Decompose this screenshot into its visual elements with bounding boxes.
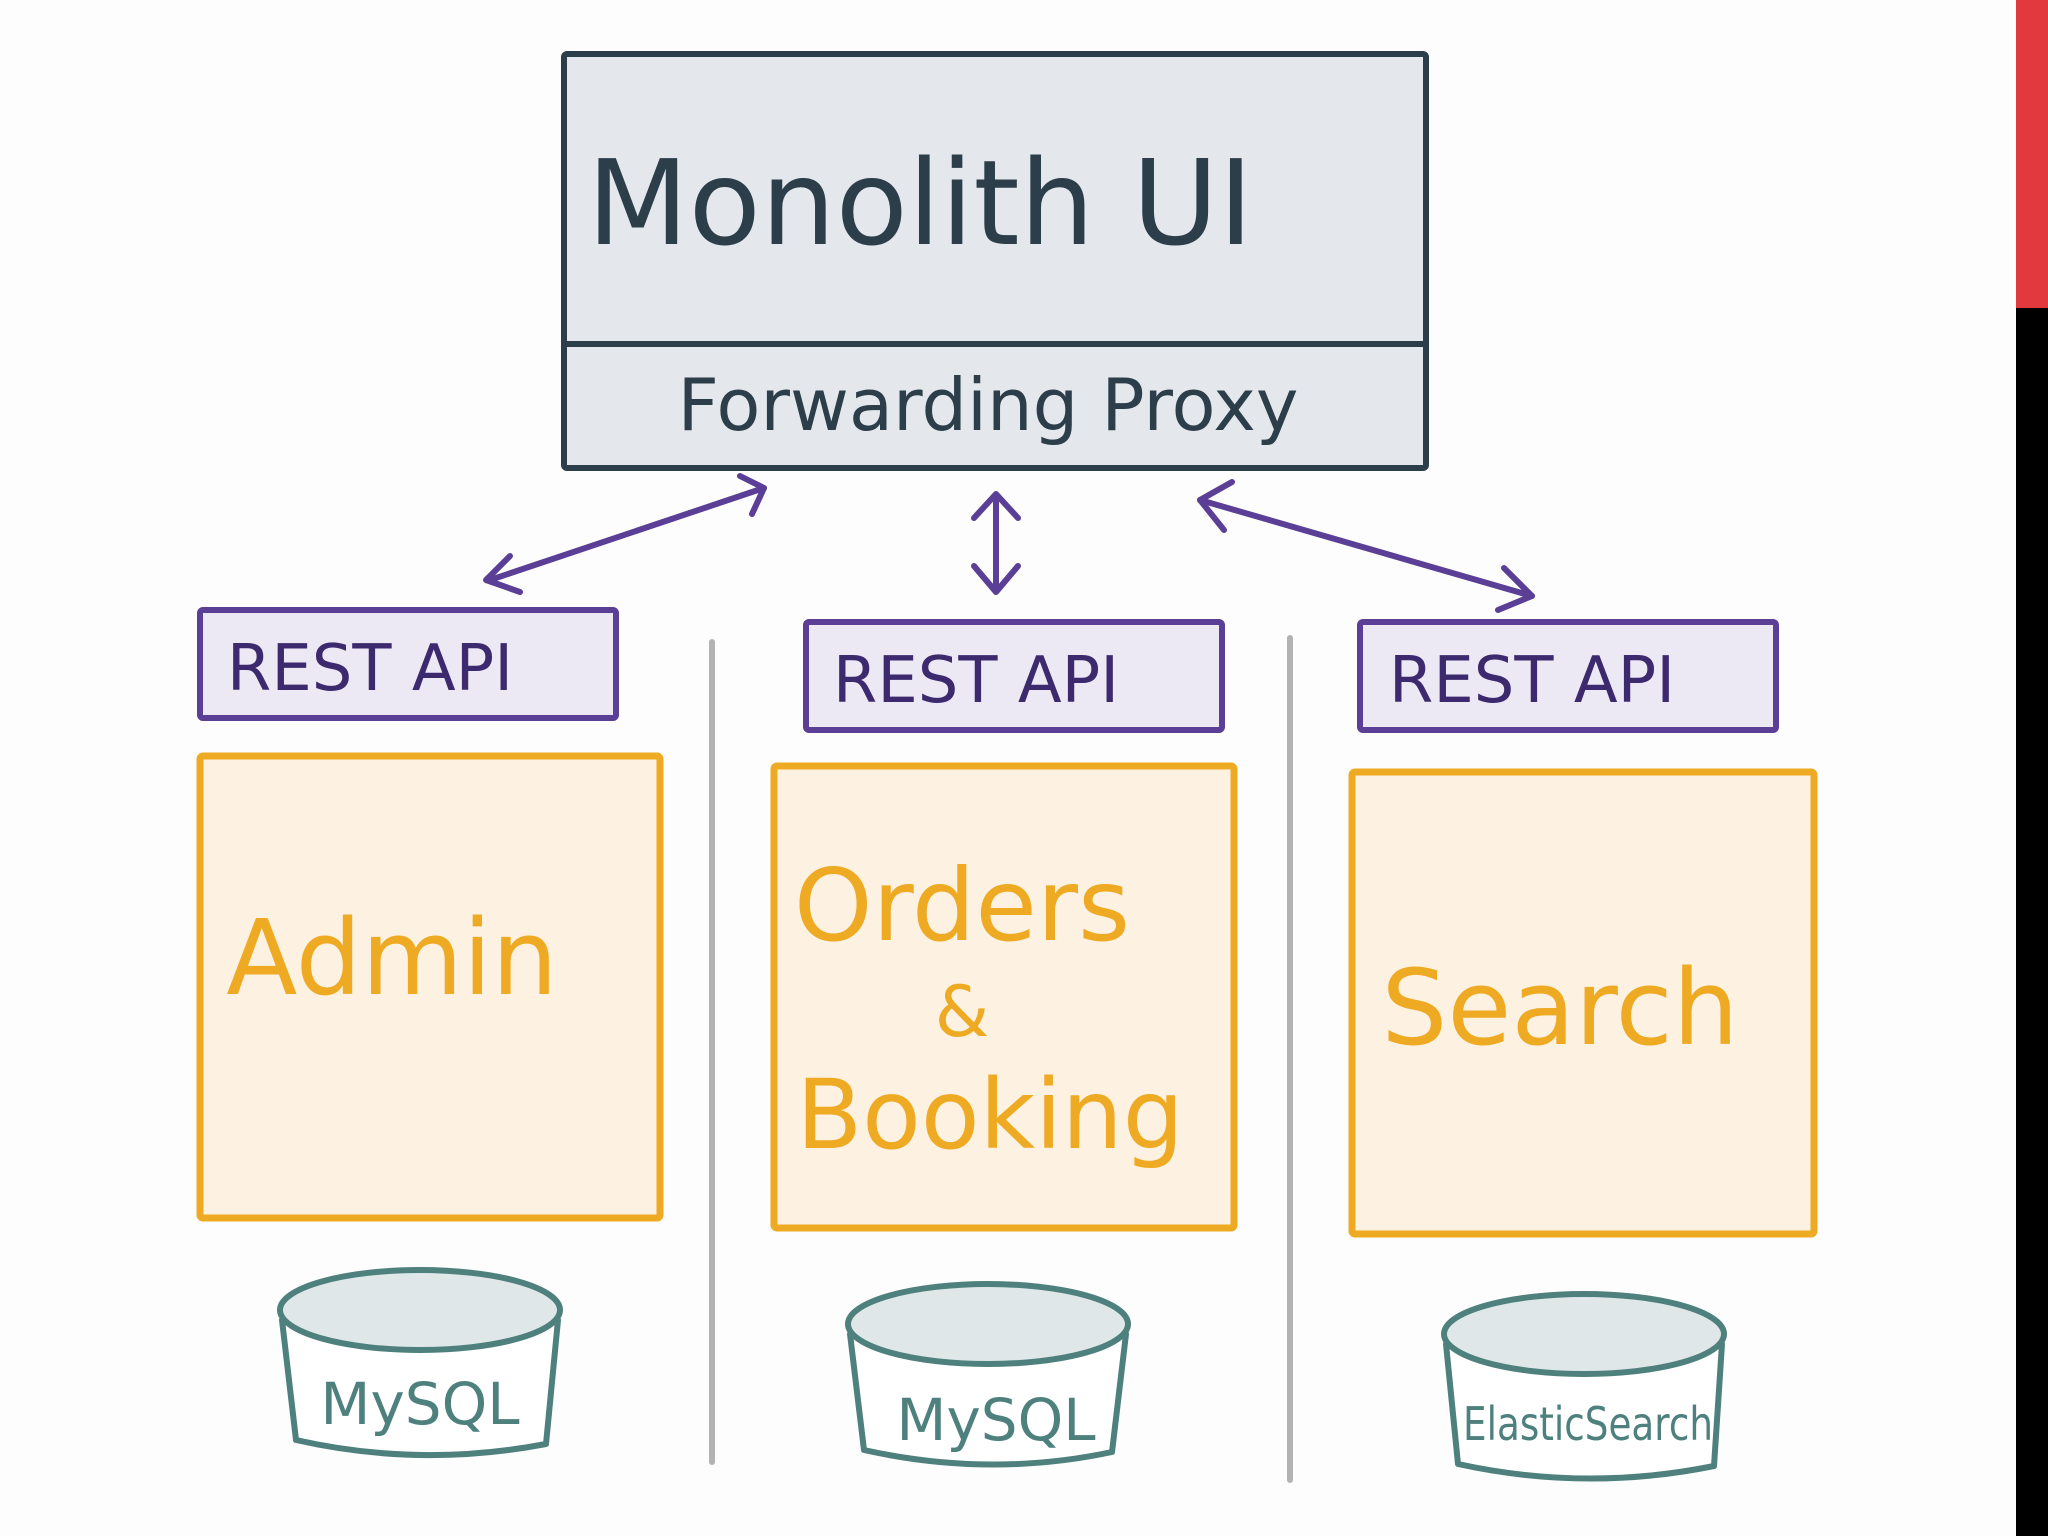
service-name-line: Admin xyxy=(226,897,557,1019)
service-column-orders-booking: REST API Orders & Booking MySQL xyxy=(770,619,1238,1468)
forwarding-proxy-label: Forwarding Proxy xyxy=(678,363,1299,447)
rest-api-label: REST API xyxy=(833,644,1119,718)
service-name-line: Orders xyxy=(794,847,1130,964)
service-box xyxy=(770,762,1238,1232)
monolith-box: Monolith UI Forwarding Proxy xyxy=(561,51,1429,471)
rest-api-label: REST API xyxy=(227,632,513,706)
arrow-left-service xyxy=(483,473,767,595)
database-label: MySQL xyxy=(896,1386,1095,1454)
service-box xyxy=(196,752,664,1222)
service-box xyxy=(1348,768,1818,1238)
database-label: MySQL xyxy=(320,1370,519,1438)
arrow-right-service xyxy=(1197,479,1535,613)
connection-arrows xyxy=(483,473,1535,613)
database-label: ElasticSearch xyxy=(1463,1397,1713,1451)
service-column-search: REST API Search ElasticSearch xyxy=(1348,619,1818,1482)
rest-api-label: REST API xyxy=(1389,644,1675,718)
rest-api-box xyxy=(197,607,619,721)
monolith-ui-panel xyxy=(561,51,1429,471)
service-name-line: Search xyxy=(1381,947,1738,1069)
service-name-line: & xyxy=(935,971,990,1053)
monolith-title: Monolith UI xyxy=(587,134,1253,272)
database-cylinder: MySQL xyxy=(277,1267,563,1459)
arrow-middle-service xyxy=(971,491,1021,595)
database-cylinder: ElasticSearch xyxy=(1441,1291,1727,1482)
service-column-admin: REST API Admin MySQL xyxy=(196,607,664,1459)
column-dividers xyxy=(709,635,1293,1483)
slide-accent-bar xyxy=(2016,0,2048,308)
service-name-line: Booking xyxy=(796,1059,1183,1171)
database-cylinder: MySQL xyxy=(845,1281,1131,1468)
rest-api-box xyxy=(803,619,1225,733)
rest-api-box xyxy=(1357,619,1779,733)
